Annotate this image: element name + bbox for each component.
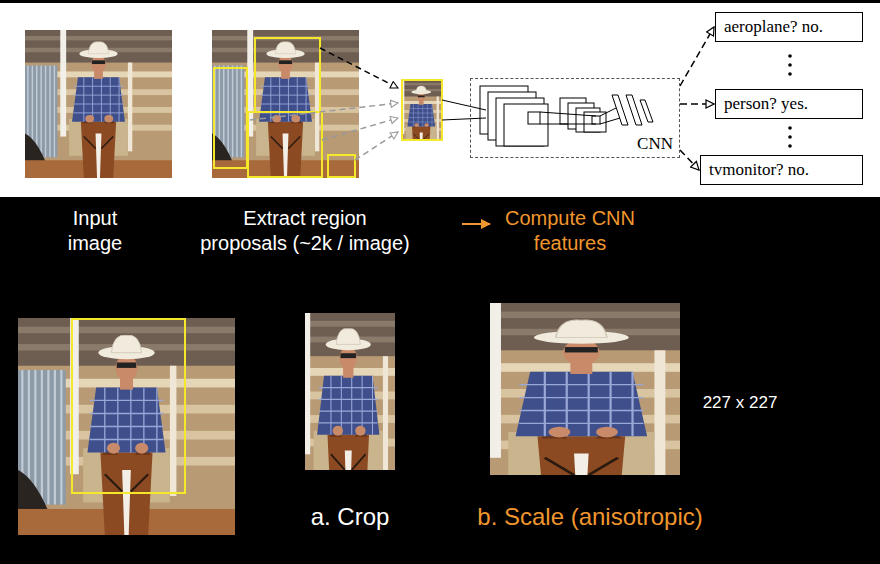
proposal-arrows-part xyxy=(250,103,398,120)
proposal-arrows xyxy=(250,48,398,160)
node-text: CNN xyxy=(637,134,673,154)
feature-lines-part xyxy=(540,124,596,125)
proposal-boxes-part xyxy=(72,319,185,493)
crop-photo xyxy=(305,313,395,470)
cnn-box: CNN xyxy=(470,78,680,158)
proposal-boxes-part xyxy=(255,38,320,112)
option-label: a. Crop xyxy=(275,502,425,532)
feature-lines xyxy=(442,100,620,124)
full-photo-part xyxy=(18,318,235,535)
node-text: tvmonitor? no. xyxy=(709,160,809,179)
cnn-layers-part xyxy=(592,116,600,124)
proposal-boxes-part xyxy=(214,68,247,168)
size-label: 227 x 227 xyxy=(690,392,790,413)
input-photo xyxy=(25,30,172,178)
step-label: Input image xyxy=(55,206,135,256)
cnn-layers-part xyxy=(612,95,628,125)
ellipsis-dots-part xyxy=(788,135,792,139)
proposal-boxes-part xyxy=(402,80,442,140)
node-text: aeroplane? no. xyxy=(724,17,823,36)
step-arrow xyxy=(462,223,490,225)
cnn-layers xyxy=(480,86,653,146)
proposal-boxes xyxy=(72,38,442,493)
cnn-layers-part xyxy=(528,112,540,124)
class-box: person? yes. xyxy=(715,89,863,119)
proposal-arrows-part xyxy=(320,48,398,88)
proposal-boxes-part xyxy=(248,112,322,177)
step-label: Extract region proposals (~2k / image) xyxy=(199,206,411,256)
crop-photo-part xyxy=(305,313,395,470)
feature-lines-part xyxy=(540,112,596,116)
ellipsis-dots-part xyxy=(788,144,792,148)
proposal-boxes-part xyxy=(328,155,355,177)
feature-lines-part xyxy=(600,108,616,116)
connector-arrow xyxy=(680,27,714,86)
feature-lines-part xyxy=(442,100,486,110)
node-text: person? yes. xyxy=(724,94,808,113)
ellipsis-dots-part xyxy=(788,54,792,58)
class-box: aeroplane? no. xyxy=(715,12,863,42)
scaled-photo xyxy=(490,303,680,475)
cnn-layers-part xyxy=(504,104,548,146)
warped-region-photo xyxy=(402,80,442,140)
full-photo xyxy=(18,318,235,535)
connector-arrow xyxy=(680,103,714,105)
connector-arrow xyxy=(680,150,699,170)
ellipsis-dots-part xyxy=(788,63,792,67)
ellipsis-dots-part xyxy=(788,126,792,130)
feature-lines-part xyxy=(600,118,620,124)
feature-lines-part xyxy=(442,118,486,120)
scaled-photo-part xyxy=(490,303,680,475)
ellipsis-dots-part xyxy=(788,72,792,76)
step-label: Compute CNN features xyxy=(495,206,645,256)
option-label: b. Scale (anisotropic) xyxy=(460,502,720,532)
proposal-arrows-part xyxy=(355,132,398,160)
cnn-layers-part xyxy=(640,100,653,122)
warped-region-photo-part xyxy=(402,80,442,140)
proposal-photo-part xyxy=(212,30,359,178)
class-box: tvmonitor? no. xyxy=(700,155,863,185)
proposal-arrows-part xyxy=(322,118,398,140)
input-photo-part xyxy=(25,30,172,178)
